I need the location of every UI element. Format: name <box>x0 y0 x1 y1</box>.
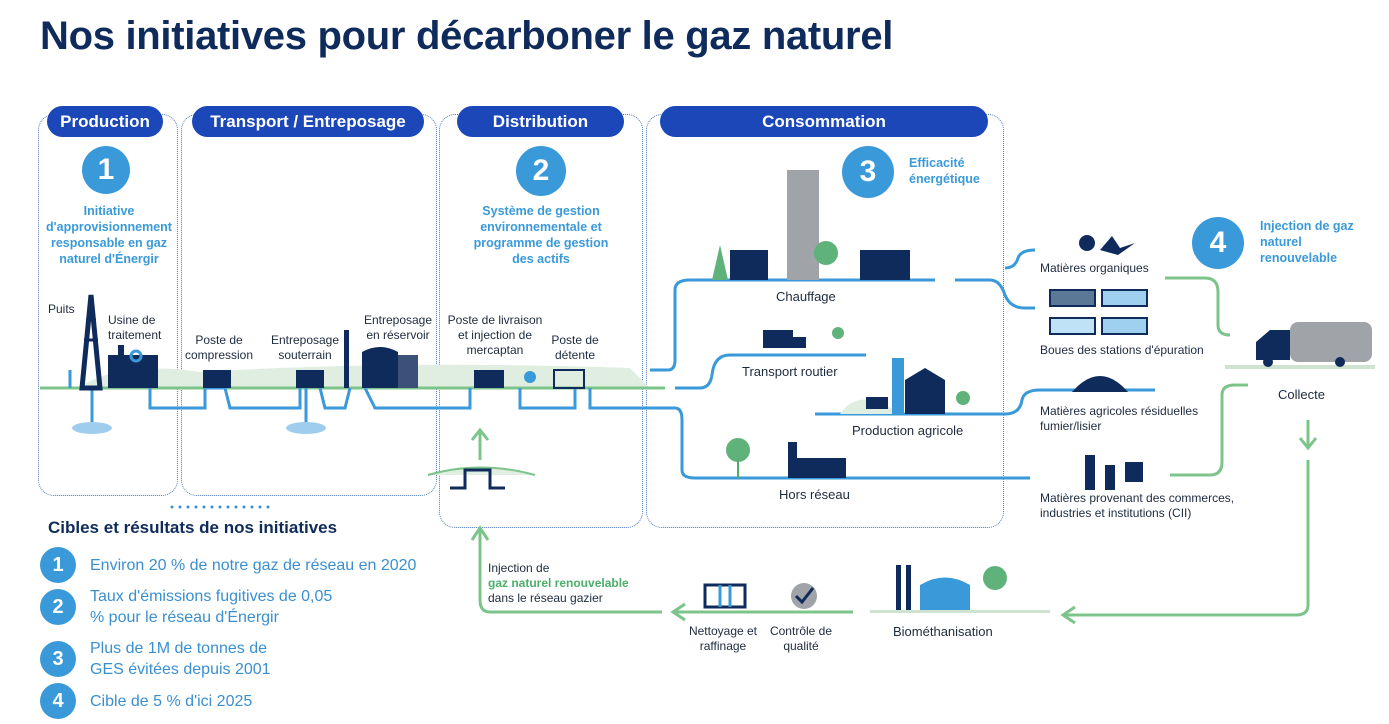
initiative-1-badge: 1 <box>82 146 130 194</box>
legend-title: Cibles et résultats de nos initiatives <box>48 518 338 537</box>
flow-arrow-left <box>670 602 853 622</box>
label-organiques: Matières organiques <box>1040 261 1149 275</box>
label-controle: Contrôle de qualité <box>769 624 833 653</box>
injection-line-3: dans le réseau gazier <box>488 591 603 605</box>
label-collecte: Collecte <box>1278 387 1325 402</box>
label-usine: Usine de traitement <box>108 313 162 342</box>
initiative-3-text: Efficacité énergétique <box>909 156 980 186</box>
stage-production: Production <box>47 106 163 137</box>
label-biomethanisation: Biométhanisation <box>893 624 993 639</box>
tank-storage-icon <box>344 330 418 388</box>
factory-icon <box>726 438 846 478</box>
down-arrow <box>1060 420 1318 625</box>
label-transport-routier: Transport routier <box>742 364 838 379</box>
cleaning-icon <box>703 583 747 609</box>
pressure-station-icon <box>553 369 585 389</box>
compression-station-icon <box>203 370 231 388</box>
legend-text: Taux d'émissions fugitives de 0,05 % pou… <box>90 588 333 626</box>
underground-storage-icon <box>296 370 324 388</box>
label-souterrain: Entreposage souterrain <box>270 333 340 362</box>
stage-consommation: Consommation <box>660 106 988 137</box>
legend-item-1: 1 Environ 20 % de notre gaz de réseau en … <box>40 547 416 583</box>
label-chauffage: Chauffage <box>776 289 836 304</box>
organic-matter-icon <box>1079 235 1135 255</box>
storage-pool <box>286 422 326 434</box>
label-puits: Puits <box>48 302 75 316</box>
label-detente: Poste de détente <box>551 333 599 362</box>
injection-line-2: gaz naturel renouvelable <box>488 576 629 590</box>
heating-buildings-icon <box>712 170 910 280</box>
legend-text: Plus de 1M de tonnes de GES évitées depu… <box>90 640 271 678</box>
initiative-4-text: Injection de gaz naturel renouvelable <box>1260 219 1354 265</box>
legend-badge: 4 <box>40 683 76 719</box>
initiative-4-badge: 4 <box>1192 217 1244 269</box>
farm-icon <box>840 358 970 414</box>
legend-badge: 3 <box>40 641 76 677</box>
label-hors-reseau: Hors réseau <box>779 487 850 502</box>
legend-item-4: 4 Cible de 5 % d'ici 2025 <box>40 683 252 719</box>
label-livraison: Poste de livraison et injection de merca… <box>447 313 543 357</box>
label-production-agricole: Production agricole <box>852 423 964 438</box>
treatment-plant-icon <box>108 345 158 388</box>
legend-item-2: 2 Taux d'émissions fugitives de 0,05 % po… <box>40 586 360 628</box>
label-reservoir: Entreposage en réservoir <box>363 313 433 342</box>
stage-transport: Transport / Entreposage <box>192 106 424 137</box>
manure-pile-icon <box>1072 376 1128 392</box>
initiative-3-badge: 3 <box>842 146 894 198</box>
delivery-station-icon <box>474 370 504 388</box>
biomethanisation-icon <box>870 565 1050 613</box>
legend-item-3: 3 Plus de 1M de tonnes de GES évitées dep… <box>40 638 360 680</box>
initiative-2-text: Système de gestion environnementale et p… <box>473 204 609 266</box>
sludge-basins-icon <box>1049 289 1148 335</box>
legend-badge: 2 <box>40 589 76 625</box>
page-title: Nos initiatives pour décarboner le gaz n… <box>40 14 894 58</box>
stage-distribution: Distribution <box>457 106 624 137</box>
well-icon <box>79 294 103 391</box>
label-injection: Injection de gaz naturel renouvelable da… <box>488 561 658 606</box>
consumption-pipes <box>650 248 1155 480</box>
label-compression: Poste de compression <box>184 333 254 362</box>
dotted-separator <box>170 505 270 509</box>
legend-badge: 1 <box>40 547 76 583</box>
pipeline <box>68 370 670 410</box>
legend-text: Environ 20 % de notre gaz de réseau en 2… <box>90 556 417 574</box>
well-pool <box>72 422 112 434</box>
label-boues: Boues des stations d'épuration <box>1040 343 1204 357</box>
collection-truck-icon <box>1225 322 1375 369</box>
label-cii: Matières provenant des commerces, indust… <box>1040 491 1235 520</box>
initiative-1-text: Initiative d'approvisionnement responsab… <box>46 204 172 266</box>
truck-icon <box>763 327 844 348</box>
injection-line-1: Injection de <box>488 561 550 575</box>
quality-check-icon <box>791 583 817 609</box>
injection-flow <box>470 525 662 614</box>
label-nettoyage: Nettoyage et raffinage <box>688 624 758 653</box>
initiative-2-badge: 2 <box>516 146 566 196</box>
label-agricoles: Matières agricoles résiduelles fumier/li… <box>1040 404 1199 433</box>
collection-flow <box>1165 276 1248 477</box>
legend-text: Cible de 5 % d'ici 2025 <box>90 692 253 710</box>
cii-waste-icon <box>1085 455 1143 490</box>
